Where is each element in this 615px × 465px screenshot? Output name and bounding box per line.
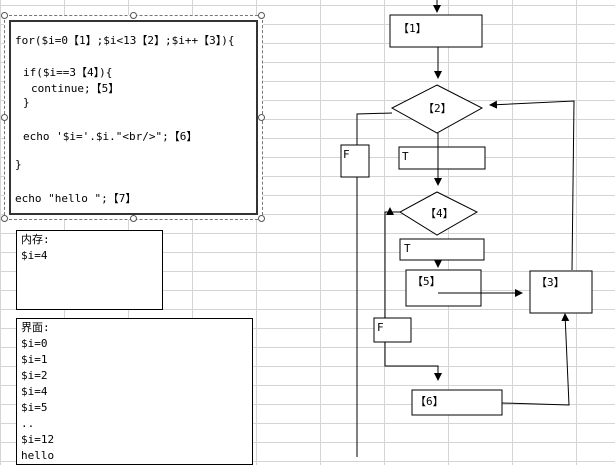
resize-handle-bottom[interactable] — [130, 215, 137, 222]
echo-box — [411, 389, 503, 416]
arrow-echo-incr — [501, 313, 570, 406]
screen-line: $i=4 — [21, 385, 48, 398]
resize-handle-top-right[interactable] — [258, 12, 265, 19]
code-line-continue: continue;【5】 — [31, 82, 120, 95]
screen-line: $i=2 — [21, 369, 48, 382]
true-label-box-2 — [399, 238, 485, 261]
code-text-area[interactable]: for($i=0【1】;$i<13【2】;$i++【3】){ if($i==3【… — [9, 20, 258, 215]
screen-line: $i=12 — [21, 433, 55, 446]
init-box-label: 【1】 — [398, 22, 427, 35]
resize-handle-bottom-left[interactable] — [1, 215, 8, 222]
arrow-loop-back — [489, 100, 575, 271]
increment-box — [529, 270, 593, 314]
false-2-label: F — [377, 321, 384, 334]
condition-2-label: 【4】 — [425, 207, 454, 220]
resize-handle-top-left[interactable] — [1, 12, 8, 19]
code-line-for: for($i=0【1】;$i<13【2】;$i++【3】){ — [15, 34, 235, 47]
false-branch-line-1 — [356, 112, 393, 457]
true-1-label: T — [402, 150, 409, 163]
memory-value: $i=4 — [21, 249, 48, 262]
screen-line: .. — [21, 417, 35, 430]
memory-title: 内存: — [21, 233, 50, 246]
condition-1-label: 【2】 — [423, 102, 452, 115]
resize-handle-bottom-right[interactable] — [258, 215, 265, 222]
resize-handle-right[interactable] — [258, 114, 265, 121]
resize-handle-left[interactable] — [1, 114, 8, 121]
init-box — [389, 14, 483, 48]
code-line-hello: echo "hello ";【7】 — [15, 192, 137, 205]
false-label-box-1 — [340, 144, 370, 178]
condition-diamond-1 — [390, 84, 484, 134]
screen-line: $i=1 — [21, 353, 48, 366]
continue-box-label: 【5】 — [412, 275, 441, 288]
true-2-label: T — [404, 242, 411, 255]
code-line-for-close: } — [15, 158, 22, 171]
continue-box — [405, 269, 482, 307]
screen-title: 界面: — [21, 321, 50, 334]
false-label-box-2 — [373, 317, 412, 343]
condition-diamond-2 — [399, 191, 479, 236]
false-1-label: F — [343, 148, 350, 161]
code-line-echo: echo '$i='.$i."<br/>";【6】 — [23, 130, 198, 143]
screen-line: $i=0 — [21, 337, 48, 350]
code-line-if: if($i==3【4】){ — [23, 66, 113, 79]
echo-box-label: 【6】 — [415, 395, 444, 408]
code-text-box[interactable]: for($i=0【1】;$i<13【2】;$i++【3】){ if($i==3【… — [1, 12, 265, 222]
resize-handle-top[interactable] — [130, 12, 137, 19]
screen-line: $i=5 — [21, 401, 48, 414]
memory-text-box[interactable]: 内存: $i=4 — [16, 230, 163, 310]
increment-box-label: 【3】 — [536, 276, 565, 289]
code-line-if-close: } — [23, 96, 30, 109]
screen-output-box[interactable]: 界面: $i=0 $i=1 $i=2 $i=4 $i=5 .. $i=12 he… — [16, 318, 253, 465]
true-label-box-1 — [398, 146, 486, 170]
